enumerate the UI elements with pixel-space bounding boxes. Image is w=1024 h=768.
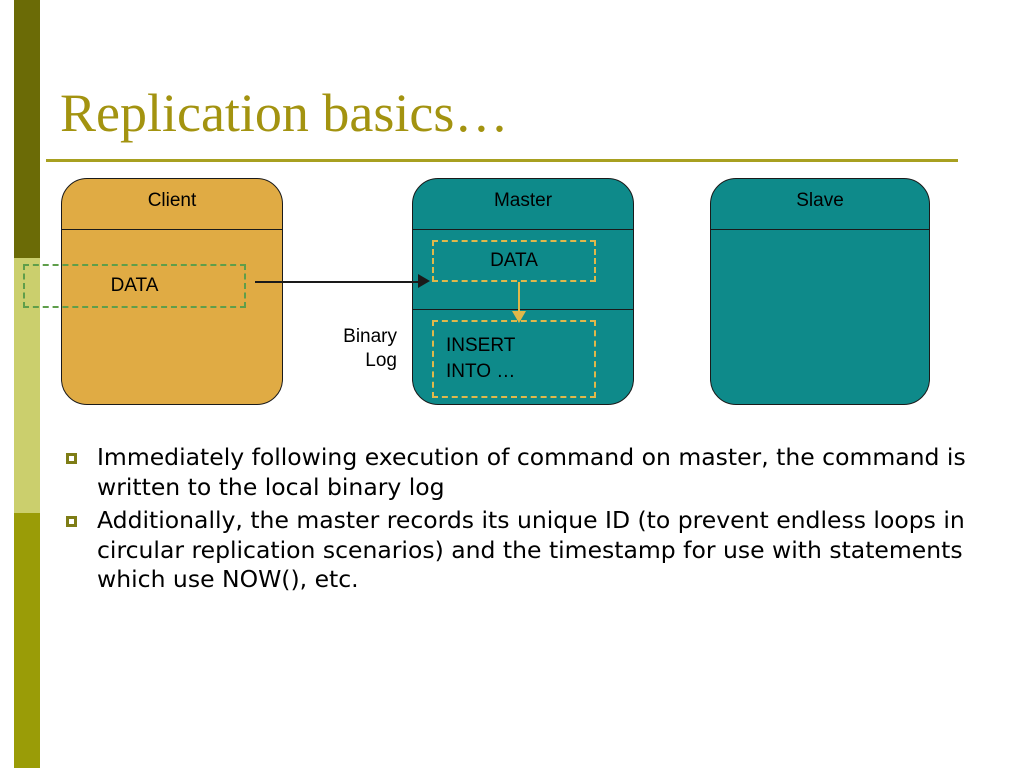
binary-log-label-line2: Log	[365, 350, 397, 372]
bullet-list: Immediately following execution of comma…	[66, 443, 966, 599]
client-header-divider	[62, 229, 282, 230]
decorative-sidebar	[14, 0, 40, 768]
master-data-label: DATA	[490, 250, 538, 271]
bullet-text: Immediately following execution of comma…	[97, 443, 966, 501]
client-to-master-arrow-line	[255, 281, 423, 283]
replication-diagram: Client DATA Master DATA INSERT INTO … Sl…	[23, 178, 930, 405]
sidebar-segment-top	[14, 0, 40, 258]
list-item: Additionally, the master records its uni…	[66, 506, 966, 595]
client-data-box: DATA	[23, 264, 246, 308]
slave-node-title: Slave	[796, 190, 844, 211]
binary-log-label-line1: Binary	[343, 326, 397, 347]
client-to-master-arrow-head-icon	[418, 274, 430, 288]
master-insert-label-line2: INTO …	[446, 361, 516, 382]
slide-title: Replication basics…	[60, 83, 509, 143]
master-data-to-binlog-arrow-head-icon	[512, 311, 526, 323]
client-node: Client	[61, 178, 283, 405]
list-item: Immediately following execution of comma…	[66, 443, 966, 502]
master-data-box: DATA	[432, 240, 596, 282]
master-node: Master	[412, 178, 634, 405]
title-underline-rule	[46, 159, 958, 162]
client-node-title: Client	[147, 190, 197, 211]
master-insert-box: INSERT INTO …	[432, 320, 596, 398]
binary-log-label: Binary Log	[285, 325, 397, 374]
client-data-label: DATA	[110, 275, 159, 296]
square-bullet-icon	[66, 453, 77, 464]
master-insert-label-line1: INSERT	[446, 335, 516, 357]
slave-node: Slave	[710, 178, 930, 405]
square-bullet-icon	[66, 516, 77, 528]
slave-header-divider	[711, 229, 929, 230]
master-section-divider	[413, 309, 633, 310]
sidebar-segment-bottom	[14, 513, 40, 768]
master-data-to-binlog-arrow-line	[518, 282, 520, 315]
sidebar-segment-middle	[14, 258, 40, 513]
master-header-divider	[413, 229, 633, 230]
bullet-text: Additionally, the master records its uni…	[97, 506, 965, 594]
master-node-title: Master	[493, 190, 553, 211]
